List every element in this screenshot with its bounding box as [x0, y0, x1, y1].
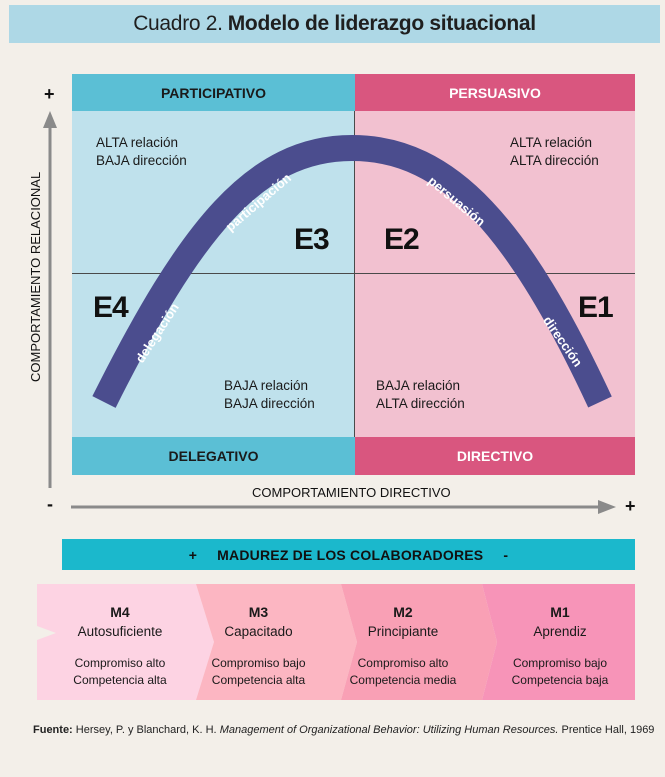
source-book: Management of Organizational Behavior: U…: [219, 724, 559, 736]
x-axis-arrowhead-icon: [598, 500, 616, 514]
stage-e3: E3: [294, 223, 330, 256]
madurez-minus: -: [503, 546, 509, 563]
maturity-desc-line: Compromiso alto: [357, 656, 449, 670]
y-axis-arrowhead-icon: [43, 111, 57, 128]
maturity-desc-line: Compromiso bajo: [512, 656, 608, 670]
maturity-desc-line: Competencia baja: [511, 673, 609, 687]
quadrant-right: [355, 74, 635, 475]
maturity-desc-line: Competencia media: [349, 673, 457, 687]
x-axis-label: COMPORTAMIENTO DIRECTIVO: [252, 485, 451, 500]
horizontal-divider: [72, 273, 635, 274]
maturity-m4: M4 Autosuficiente Compromiso alto Compet…: [50, 603, 190, 689]
y-axis-plus: +: [44, 84, 55, 104]
maturity-code: M4: [110, 604, 130, 620]
stage-e4: E4: [93, 291, 129, 324]
title-prefix: Cuadro 2.: [133, 12, 223, 35]
source-authors: Hersey, P. y Blanchard, K. H.: [75, 724, 217, 736]
x-axis-minus: -: [47, 494, 53, 514]
maturity-name: Autosuficiente: [77, 624, 163, 639]
maturity-desc-line: Compromiso bajo: [211, 656, 306, 670]
text-line: ALTA dirección: [376, 396, 465, 411]
text-line: BAJA relación: [224, 378, 309, 393]
maturity-name: Principiante: [367, 624, 439, 639]
footer-delegativo: DELEGATIVO: [72, 437, 355, 475]
maturity-shape-m4: [37, 584, 214, 700]
maturity-desc: Compromiso bajo Competencia baja: [495, 655, 625, 689]
text-line: ALTA dirección: [510, 153, 599, 168]
stage-e1: E1: [578, 291, 614, 324]
maturity-code: M2: [393, 604, 413, 620]
x-axis-plus: +: [625, 496, 636, 516]
footer-directivo: DIRECTIVO: [355, 437, 635, 475]
maturity-desc-line: Compromiso alto: [74, 656, 166, 670]
maturity-shape-m1: [482, 584, 635, 700]
maturity-desc-line: Competencia alta: [73, 673, 167, 687]
maturity-name: Capacitado: [224, 624, 293, 639]
maturity-desc: Compromiso bajo Competencia alta: [196, 655, 321, 689]
y-axis-label: COMPORTAMIENTO RELACIONAL: [28, 171, 43, 382]
stage-e2: E2: [384, 223, 420, 256]
text-line: BAJA dirección: [96, 153, 187, 168]
text-line: BAJA dirección: [224, 396, 315, 411]
text-top-left: ALTA relación BAJA dirección: [96, 134, 187, 170]
text-bottom-right: BAJA relación ALTA dirección: [376, 377, 465, 413]
source-publisher: Prentice Hall, 1969: [561, 724, 655, 736]
maturity-code: M1: [550, 604, 570, 620]
text-line: BAJA relación: [376, 378, 461, 393]
text-line: ALTA relación: [510, 135, 593, 150]
source-label: Fuente:: [33, 724, 73, 736]
page-title: Cuadro 2. Modelo de liderazgo situaciona…: [9, 5, 660, 43]
maturity-desc: Compromiso alto Competencia media: [338, 655, 468, 689]
header-participativo: PARTICIPATIVO: [72, 74, 355, 111]
maturity-shape-m2: [341, 584, 497, 700]
maturity-desc: Compromiso alto Competencia alta: [50, 655, 190, 689]
maturity-m1: M1 Aprendiz Compromiso bajo Competencia …: [495, 603, 625, 689]
header-persuasivo: PERSUASIVO: [355, 74, 635, 111]
title-main: Modelo de liderazgo situacional: [227, 12, 536, 35]
maturity-desc-line: Competencia alta: [211, 673, 306, 687]
maturity-name: Aprendiz: [533, 624, 587, 639]
madurez-label: MADUREZ DE LOS COLABORADORES: [217, 546, 484, 563]
madurez-bar: + MADUREZ DE LOS COLABORADORES -: [62, 539, 635, 570]
text-top-right: ALTA relación ALTA dirección: [510, 134, 599, 170]
text-line: ALTA relación: [96, 135, 179, 150]
vertical-divider: [354, 111, 355, 437]
text-bottom-left: BAJA relación BAJA dirección: [224, 377, 315, 413]
madurez-plus: +: [188, 546, 198, 563]
maturity-m3: M3 Capacitado Compromiso bajo Competenci…: [196, 603, 321, 689]
maturity-code: M3: [248, 604, 269, 620]
maturity-shape-m3: [196, 584, 357, 700]
source-citation: Fuente: Hersey, P. y Blanchard, K. H. Ma…: [33, 724, 654, 736]
maturity-m2: M2 Principiante Compromiso alto Competen…: [338, 603, 468, 689]
